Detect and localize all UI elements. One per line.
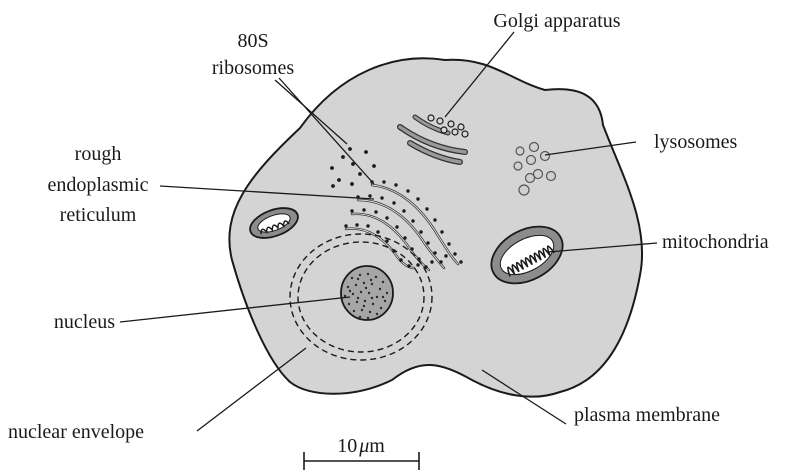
scale-bar-unit: m	[369, 435, 385, 457]
label-80s: 80S	[237, 30, 268, 52]
label-reticulum: reticulum	[60, 204, 137, 226]
nucleus	[341, 266, 393, 320]
label-rough: rough	[75, 143, 122, 165]
nuclear-envelope-leader	[197, 348, 306, 431]
scale-bar-value: 10	[337, 435, 357, 457]
label-ribosomes: ribosomes	[212, 57, 294, 79]
label-nuclear-envelope: nuclear envelope	[8, 421, 144, 443]
label-lysosomes: lysosomes	[654, 131, 738, 153]
label-plasma-membrane: plasma membrane	[574, 404, 720, 426]
label-endoplasmic: endoplasmic	[47, 174, 148, 196]
label-golgi: Golgi apparatus	[493, 10, 620, 32]
scale-bar-mu: μ	[358, 435, 369, 457]
label-nucleus: nucleus	[54, 311, 115, 333]
label-mitochondria: mitochondria	[662, 231, 769, 253]
